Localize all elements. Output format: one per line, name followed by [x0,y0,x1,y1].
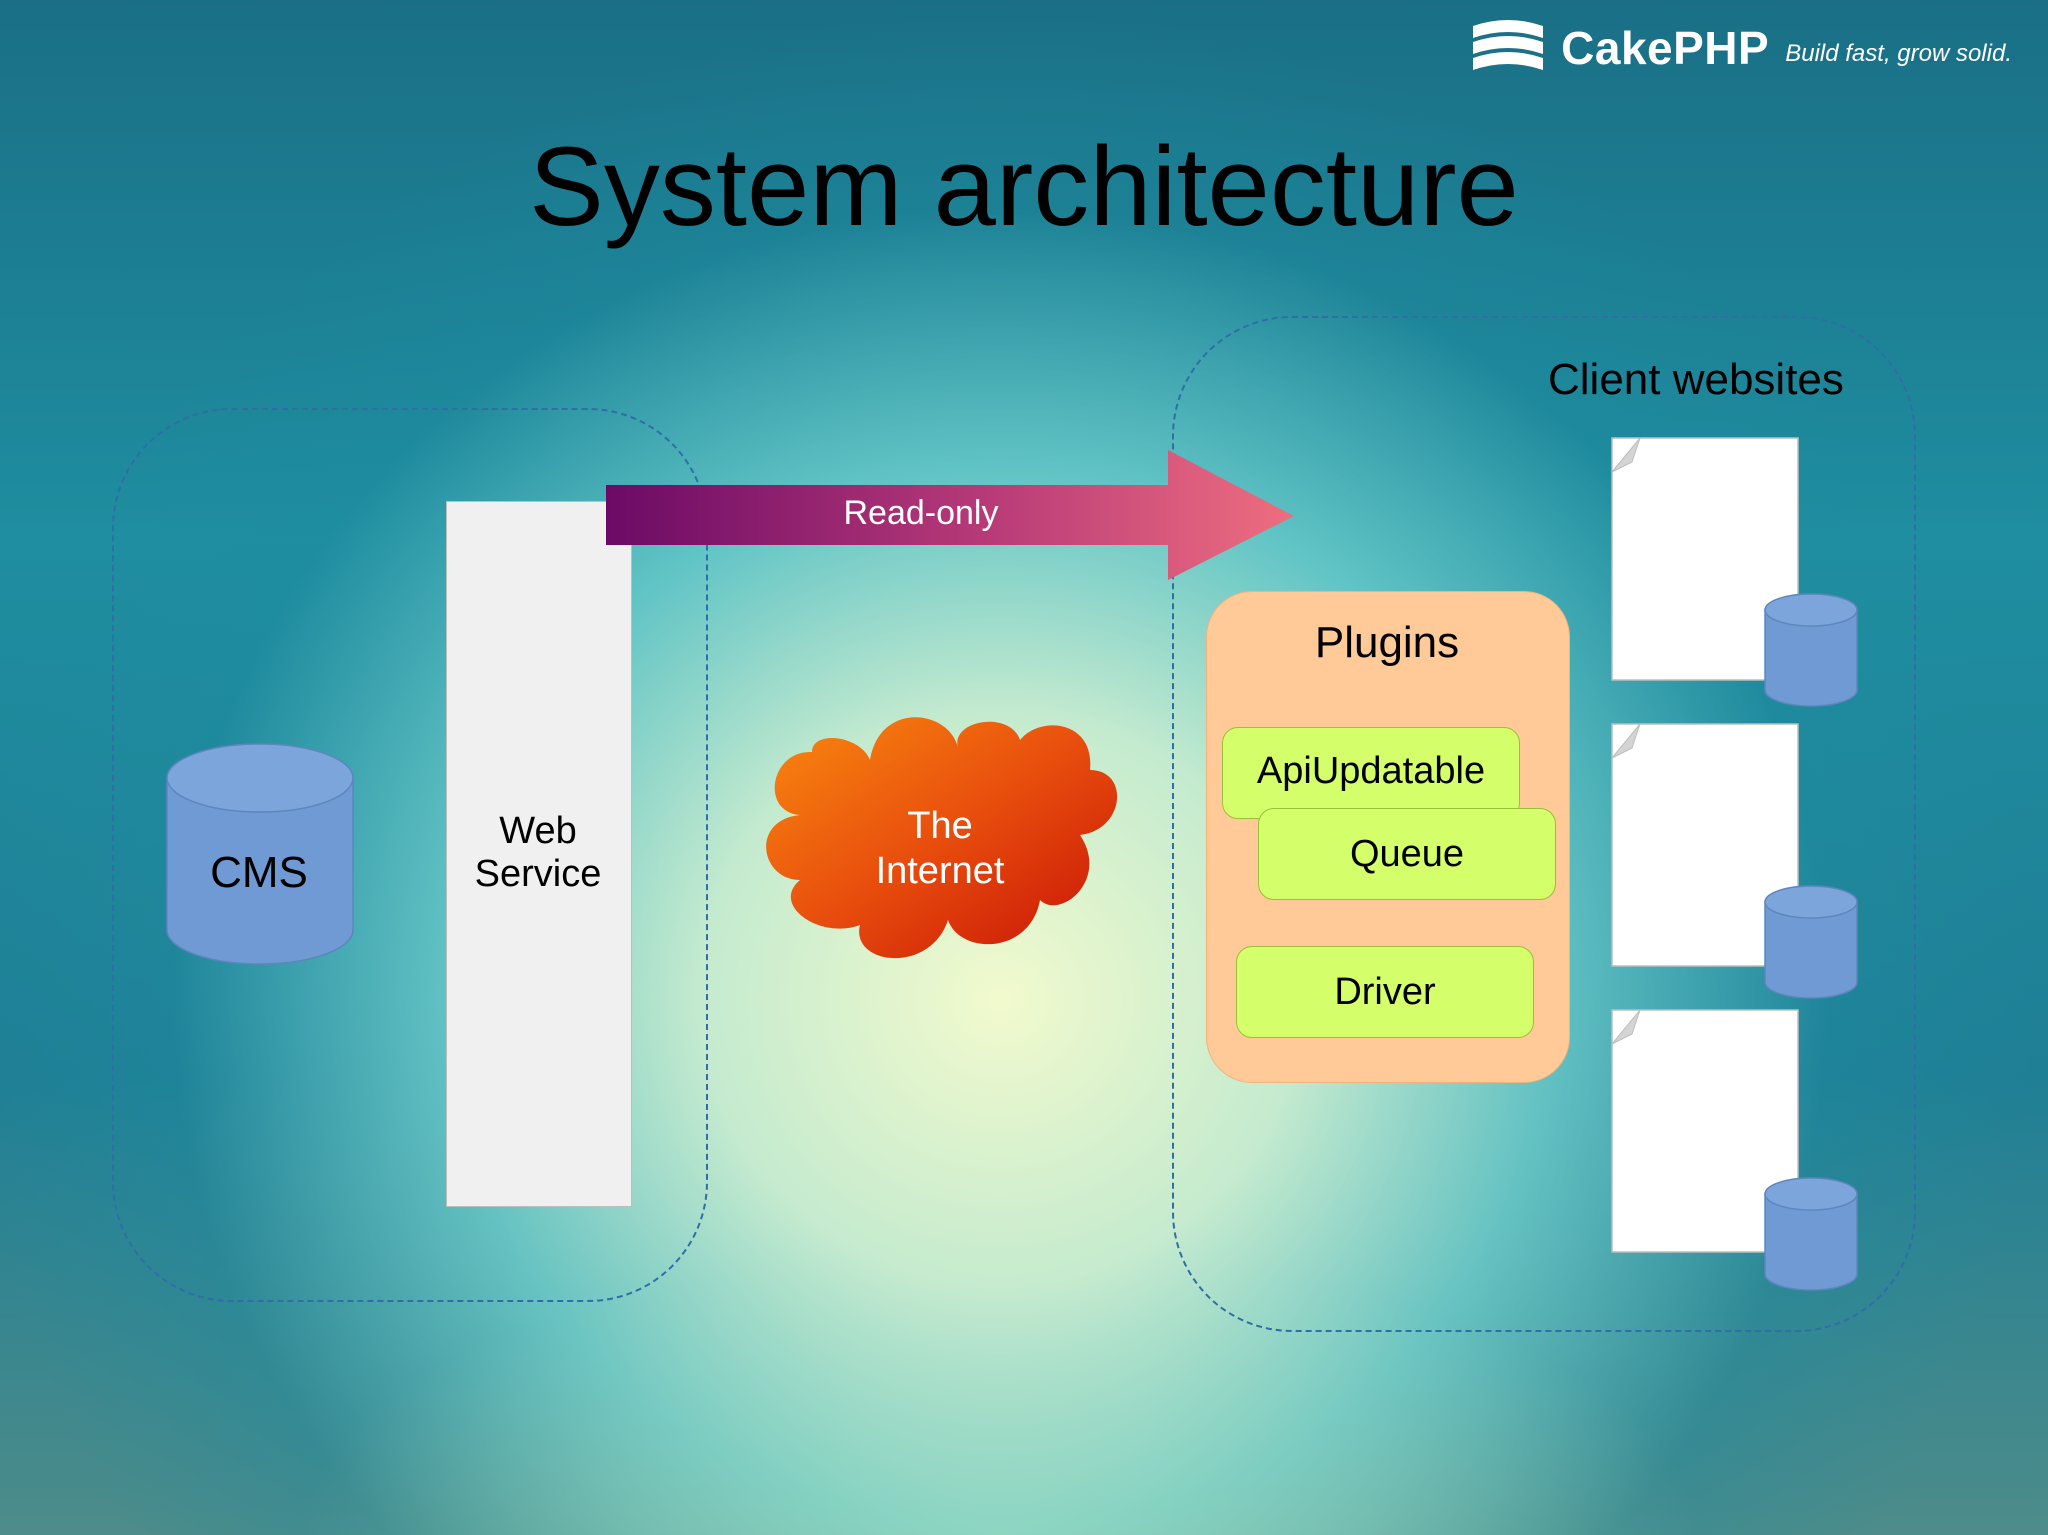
web-service-line2: Service [474,853,602,895]
internet-label: The Internet [790,804,1090,894]
logo-tagline: Build fast, grow solid. [1785,40,2012,67]
plugin-apiupdatable: ApiUpdatable [1222,727,1520,819]
web-service-label: Web Service [446,810,630,896]
cms-label: CMS [210,848,308,897]
internet-line2: Internet [875,850,1005,892]
client-websites-label: Client websites [1548,355,1844,404]
read-only-label: Read-only [843,494,999,532]
internet-cloud-icon [766,717,1118,959]
client-site-3 [1611,1009,1858,1291]
page-title: System architecture [529,124,1519,249]
client-site-1 [1611,437,1858,707]
web-service-box [446,501,632,1207]
cakephp-logo: CakePHP Build fast, grow solid. [1469,18,2012,78]
read-only-arrow [606,450,1294,580]
plugins-label: Plugins [1314,618,1460,667]
client-group [1172,316,1916,1332]
plugin-driver: Driver [1236,946,1534,1038]
web-service-line1: Web [499,810,577,852]
logo-brand: CakePHP [1561,22,1770,74]
server-group [112,408,708,1302]
cake-icon [1473,20,1544,70]
internet-line1: The [907,805,973,847]
plugin-queue: Queue [1258,808,1556,900]
cms-database-icon [166,743,354,965]
client-site-2 [1611,723,1858,999]
